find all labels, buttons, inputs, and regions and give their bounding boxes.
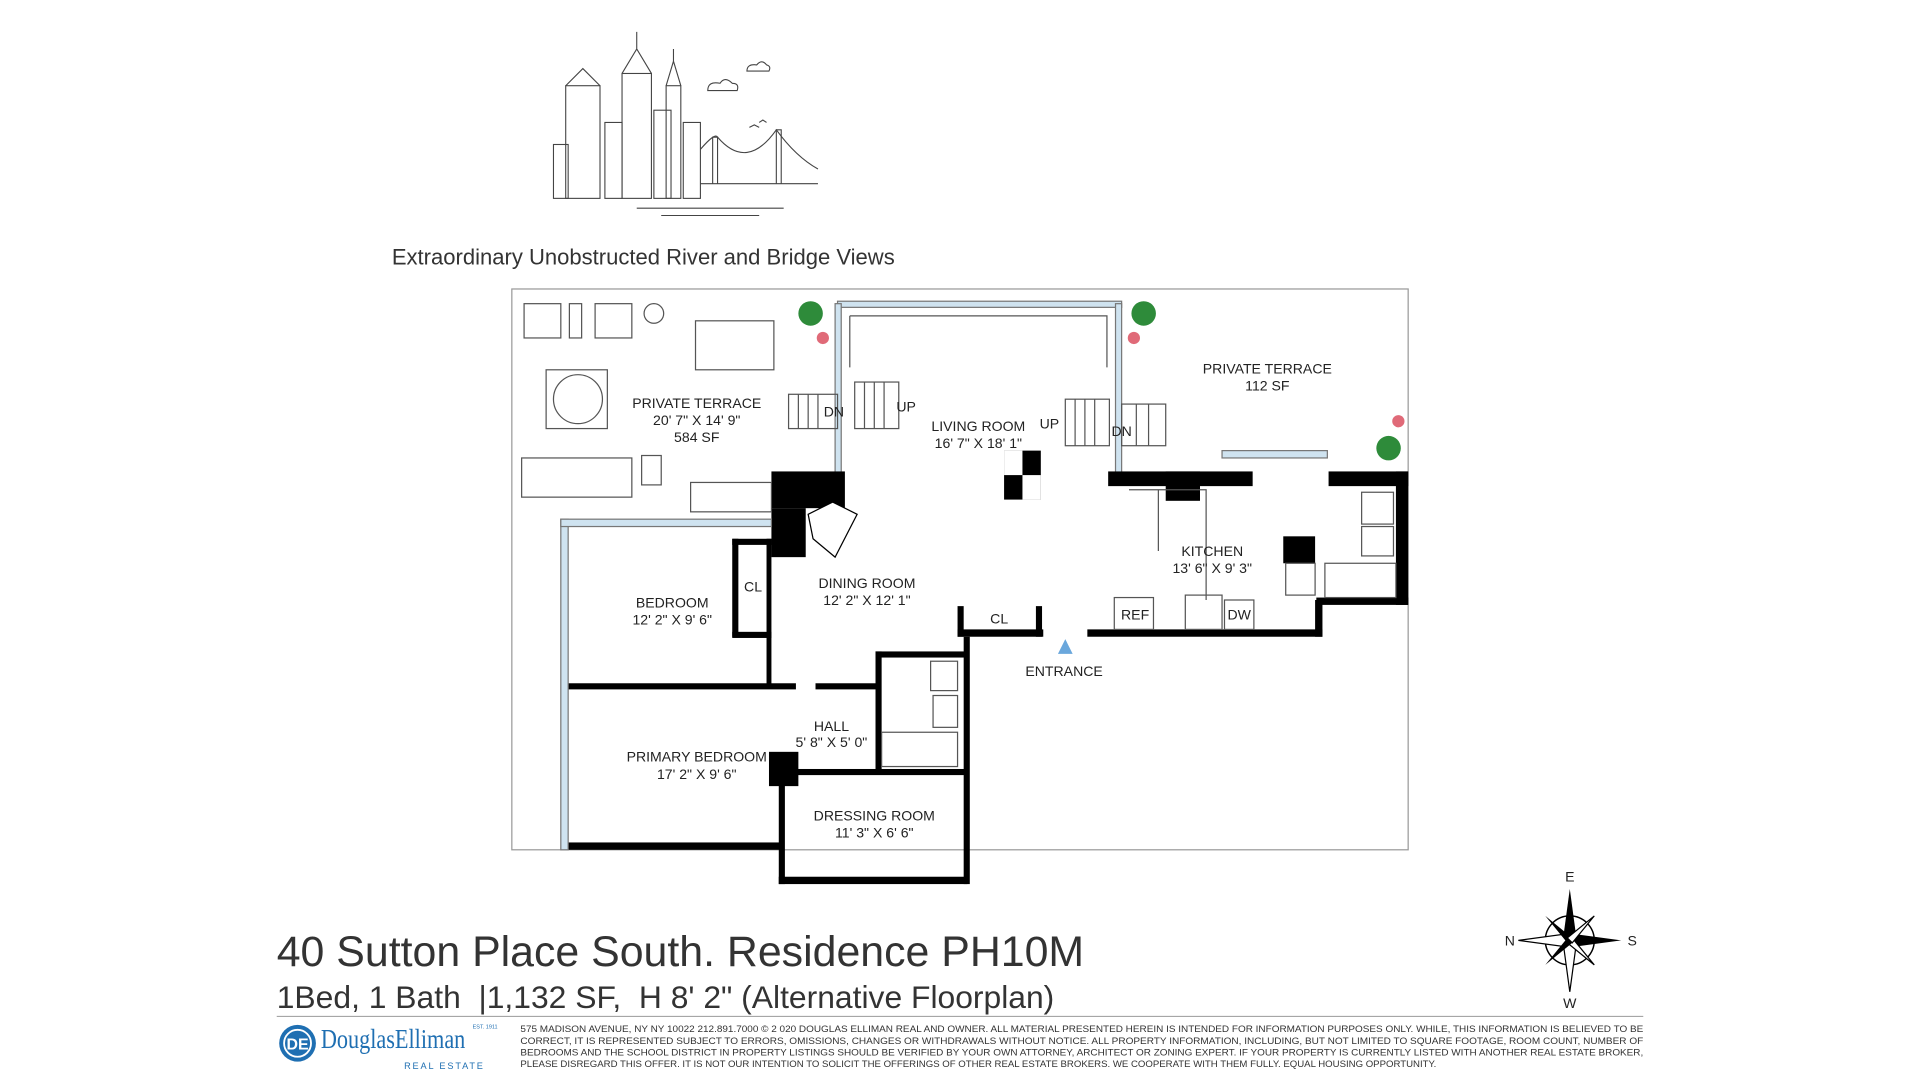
stair-dn-label: DN xyxy=(1111,423,1131,439)
stair-up-label: UP xyxy=(896,398,916,414)
listing-title: 40 Sutton Place South. Residence PH10M xyxy=(277,928,1084,976)
room-name: PRIVATE TERRACE xyxy=(632,395,761,411)
logo-wordmark: DouglasElliman xyxy=(321,1024,466,1054)
room-name: DRESSING ROOM xyxy=(814,807,935,823)
floor-plan: PRIVATE TERRACE 20' 7" X 14' 9" 584 SF P… xyxy=(511,288,1409,885)
room-dims: 13' 6" X 9' 3" xyxy=(1172,560,1252,576)
plant-icons xyxy=(798,301,1405,461)
disclaimer: 575 MADISON AVENUE, NY NY 10022 212.891.… xyxy=(520,1024,1644,1069)
svg-text:575 MADISON AVENUE, NY NY 1002: 575 MADISON AVENUE, NY NY 10022 212.891.… xyxy=(520,1024,1643,1034)
room-dims: 17' 2" X 9' 6" xyxy=(657,766,737,782)
room-name: KITCHEN xyxy=(1181,543,1243,559)
logo-est: EST. 1911 xyxy=(473,1025,498,1031)
listing-subtitle: 1Bed, 1 Bath |1,132 SF, H 8' 2" (Alterna… xyxy=(277,979,1055,1015)
dw-label: DW xyxy=(1227,607,1251,623)
ref-label: REF xyxy=(1121,607,1150,623)
room-area: 112 SF xyxy=(1245,378,1290,394)
room-dims: 12' 2" X 12' 1" xyxy=(823,592,910,608)
svg-text:DE: DE xyxy=(286,1036,308,1053)
room-name: BEDROOM xyxy=(636,594,709,610)
compass-east: E xyxy=(1565,869,1574,885)
room-name: LIVING ROOM xyxy=(931,418,1025,434)
logo-sub: REAL ESTATE xyxy=(404,1061,485,1071)
svg-text:BEDROOMS AND THE SCHOOL DISTRI: BEDROOMS AND THE SCHOOL DISTRICT IN PROP… xyxy=(520,1048,1643,1058)
compass-north: N xyxy=(1505,932,1515,948)
svg-text:CORRECT, IT IS REPRESENTED SUB: CORRECT, IT IS REPRESENTED SUBJECT TO ER… xyxy=(520,1036,1644,1046)
compass-south: S xyxy=(1628,932,1637,948)
entrance-label: ENTRANCE xyxy=(1025,663,1102,679)
room-area: 584 SF xyxy=(674,429,720,445)
compass-west: W xyxy=(1563,995,1577,1011)
views-caption: Extraordinary Unobstructed River and Bri… xyxy=(392,244,895,269)
room-name: HALL xyxy=(814,718,849,734)
room-dims: 16' 7" X 18' 1" xyxy=(935,435,1022,451)
living-window-top xyxy=(836,300,1123,308)
closet-label: CL xyxy=(990,610,1008,626)
room-dims: 20' 7" X 14' 9" xyxy=(653,412,740,428)
douglas-elliman-logo: DE DouglasElliman EST. 1911 REAL ESTATE xyxy=(279,1024,498,1071)
svg-text:PLEASE DISREGARD THIS OFFER. I: PLEASE DISREGARD THIS OFFER. IT IS NOT O… xyxy=(520,1059,1436,1069)
room-name: DINING ROOM xyxy=(818,575,915,591)
closet-label: CL xyxy=(744,578,762,594)
room-name: PRIMARY BEDROOM xyxy=(627,749,767,765)
room-dims: 5' 8" X 5' 0" xyxy=(796,734,868,750)
entrance-marker xyxy=(1057,639,1073,654)
room-dims: 12' 2" X 9' 6" xyxy=(632,611,712,627)
room-dims: 11' 3" X 6' 6" xyxy=(835,825,914,841)
room-name: PRIVATE TERRACE xyxy=(1203,360,1332,376)
skyline-illustration xyxy=(552,31,819,217)
stair-up-label: UP xyxy=(1040,416,1060,432)
stair-dn-label: DN xyxy=(824,403,844,419)
compass-icon: E S W N xyxy=(1505,869,1637,1011)
terrace-furniture xyxy=(521,303,1397,768)
